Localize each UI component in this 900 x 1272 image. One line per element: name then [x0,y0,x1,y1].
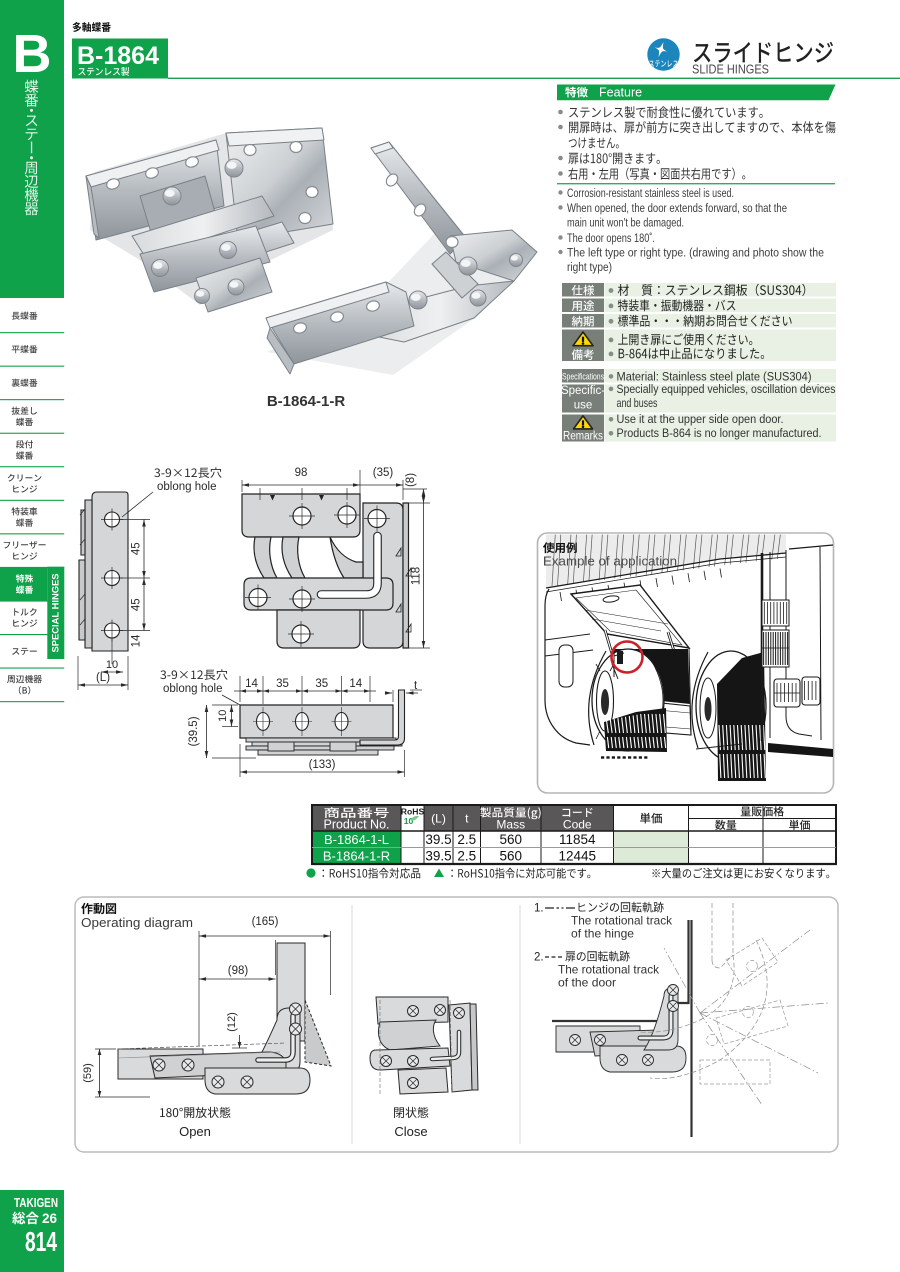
svg-text:Mass: Mass [496,818,525,832]
svg-text:Close: Close [394,1124,427,1139]
svg-text:B-1864: B-1864 [77,42,159,70]
svg-text:10: 10 [404,816,414,826]
svg-text:39.5: 39.5 [425,832,451,847]
svg-text:Specific-: Specific- [561,385,605,397]
svg-text:B-1864-1-R: B-1864-1-R [267,393,346,410]
svg-text:and buses: and buses [617,396,658,410]
svg-text:560: 560 [499,848,522,863]
svg-text:TAKIGEN: TAKIGEN [14,1196,58,1210]
svg-text:Product No.: Product No. [323,818,389,832]
svg-text:Use it at the upper side open: Use it at the upper side open door. [617,412,784,426]
svg-text:right type): right type) [567,260,612,274]
svg-text:1.: 1. [534,903,544,915]
svg-text:oblong hole: oblong hole [163,683,222,695]
svg-text:35: 35 [315,678,328,690]
svg-text:Remarks: Remarks [563,431,603,443]
svg-text:98: 98 [295,467,308,479]
svg-text:2.5: 2.5 [457,848,476,863]
svg-text:Operating diagram: Operating diagram [81,915,193,930]
svg-text:t: t [465,812,469,826]
svg-text:Open: Open [179,1124,211,1139]
svg-text:The rotational track: The rotational track [571,914,672,928]
svg-text:10: 10 [106,659,118,671]
svg-text:(L): (L) [96,672,110,684]
svg-text:26: 26 [42,1211,58,1226]
svg-text:t: t [414,680,418,692]
svg-text:Products B-864 is no longer ma: Products B-864 is no longer manufactured… [617,426,822,440]
svg-text:use: use [574,400,593,412]
svg-text:14: 14 [131,634,143,647]
svg-text:(98): (98) [228,965,249,977]
svg-text:of the door: of the door [558,976,616,990]
svg-text:814: 814 [25,1226,57,1257]
svg-text:12445: 12445 [558,848,596,863]
svg-text:oblong hole: oblong hole [157,481,216,493]
svg-text:The rotational track: The rotational track [558,963,659,977]
svg-text:B-1864-1-L: B-1864-1-L [324,832,389,847]
svg-text:10: 10 [217,710,229,722]
svg-text:Material: Stainless steel plat: Material: Stainless steel plate (SUS304) [617,369,812,383]
svg-text:(12): (12) [226,1012,238,1032]
svg-text:11854: 11854 [559,832,596,847]
svg-text:B: B [13,24,52,84]
svg-text:118: 118 [411,567,423,585]
svg-text:39.5: 39.5 [425,848,451,863]
svg-text:(165): (165) [252,916,279,928]
svg-text:When opened, the door extends: When opened, the door extends forward, s… [567,201,787,215]
svg-text:2.5: 2.5 [457,832,476,847]
svg-text:560: 560 [499,832,522,847]
svg-text:of the hinge: of the hinge [571,927,634,941]
svg-text:(39.5): (39.5) [188,716,200,746]
svg-text:Feature: Feature [599,86,642,100]
svg-text:Specially equipped vehicles, o: Specially equipped vehicles, oscillation… [617,382,836,396]
svg-text:Code: Code [563,818,592,832]
svg-text:2.: 2. [534,952,544,964]
svg-text:(59): (59) [82,1063,94,1083]
svg-text:The door opens 180˚.: The door opens 180˚. [567,231,655,245]
svg-text:14: 14 [245,678,258,690]
svg-text:Example of application: Example of application [543,554,677,569]
svg-text:45: 45 [131,542,143,555]
svg-text:B-1864-1-R: B-1864-1-R [323,848,390,863]
svg-text:Corrosion-resistant stainless: Corrosion-resistant stainless steel is u… [567,186,734,200]
svg-text:The left type or right type. (: The left type or right type. (drawing an… [567,246,824,260]
svg-text:(133): (133) [309,759,336,771]
svg-text:(35): (35) [373,467,394,479]
svg-text:(L): (L) [431,812,446,826]
svg-text:14: 14 [349,678,362,690]
svg-text:main unit won't be damaged.: main unit won't be damaged. [567,216,684,230]
svg-text:SPECIAL HINGES: SPECIAL HINGES [49,573,60,652]
svg-text:Specifications: Specifications [562,372,604,382]
svg-text:SLIDE HINGES: SLIDE HINGES [692,62,769,77]
svg-text:RoHS: RoHS [401,807,425,817]
svg-text:(8): (8) [405,473,417,487]
svg-text:45: 45 [131,598,143,611]
svg-text:35: 35 [276,678,289,690]
